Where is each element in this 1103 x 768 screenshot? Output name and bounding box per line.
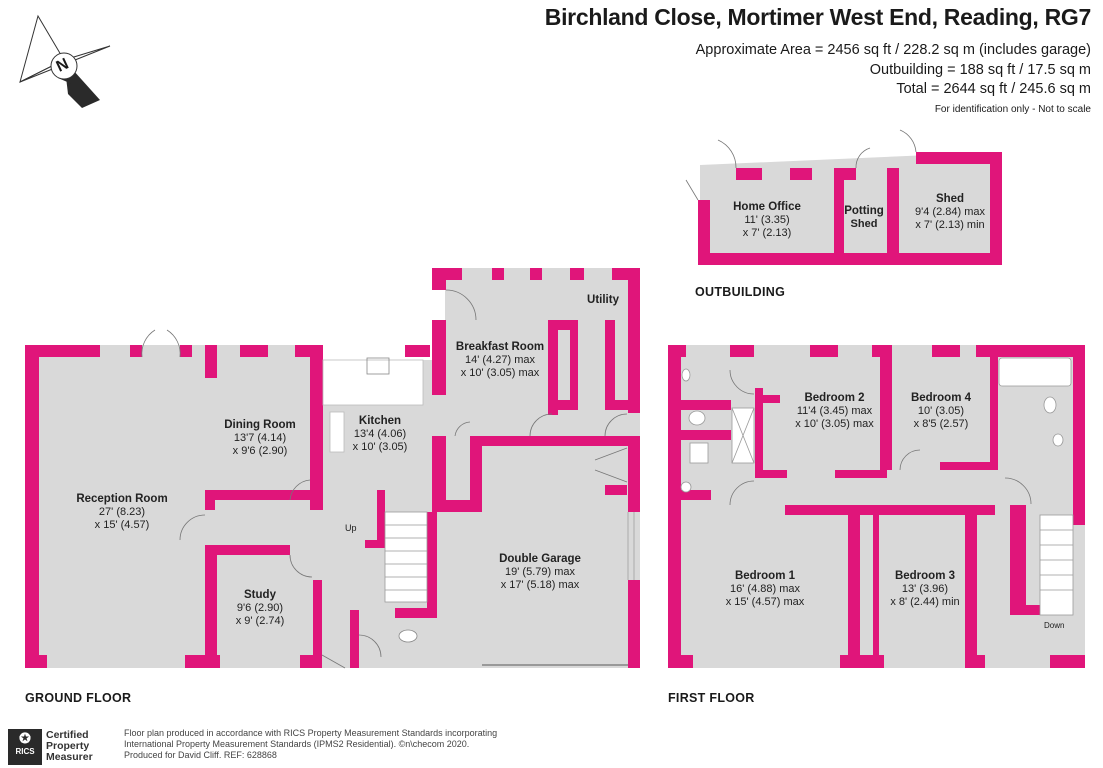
room-name: Dining Room [224, 419, 296, 431]
first-floor-label: FIRST FLOOR [668, 691, 755, 705]
room-dim-2: x 10' (3.05) max [795, 418, 874, 430]
room-dim-2: x 7' (2.13) [742, 227, 792, 239]
room-shed: Shed 9'4 (2.84) max x 7' (2.13) min [900, 193, 1000, 232]
disclaimer-note: For identification only - Not to scale [934, 104, 1091, 115]
area-approximate: Approximate Area = 2456 sq ft / 228.2 sq… [695, 42, 1091, 58]
room-name-2: Shed [850, 218, 878, 230]
outbuilding-label: OUTBUILDING [695, 285, 786, 299]
room-garage: Double Garage 19' (5.79) max x 17' (5.18… [480, 553, 600, 592]
footer-line-2: International Property Measurement Stand… [124, 739, 470, 749]
room-name: Bedroom 3 [894, 570, 956, 582]
badge-line-1: Certified [46, 729, 89, 741]
room-dim-2: x 9' (2.74) [235, 615, 285, 627]
room-dim-2: x 10' (3.05) [352, 441, 408, 453]
room-dim-1: 10' (3.05) [917, 405, 965, 417]
room-dim-2: x 9'6 (2.90) [232, 445, 288, 457]
room-dim-1: 16' (4.88) max [730, 583, 800, 595]
room-name: Bedroom 1 [734, 570, 796, 582]
room-kitchen: Kitchen 13'4 (4.06) x 10' (3.05) [330, 415, 430, 454]
room-breakfast: Breakfast Room 14' (4.27) max x 10' (3.0… [445, 341, 555, 380]
compass-rose-icon [19, 14, 111, 108]
room-bedroom-2: Bedroom 2 11'4 (3.45) max x 10' (3.05) m… [782, 392, 887, 431]
rics-logo-text: RICS [15, 747, 35, 756]
footer-line-3: Produced for David Cliff. REF: 628868 [124, 750, 277, 760]
room-dim-2: x 7' (2.13) min [915, 219, 985, 231]
area-total: Total = 2644 sq ft / 245.6 sq m [896, 81, 1091, 97]
ground-floor-label: GROUND FLOOR [25, 691, 132, 705]
room-utility: Utility [578, 294, 628, 307]
outbuilding-plan [685, 129, 1002, 265]
room-dim-1: 13' (3.96) [901, 583, 949, 595]
room-dim-2: x 15' (4.57) [94, 519, 150, 531]
room-name: Utility [587, 294, 619, 306]
room-name: Bedroom 4 [910, 392, 972, 404]
room-name: Potting [844, 205, 884, 217]
room-name: Shed [935, 193, 965, 205]
room-name: Home Office [733, 201, 801, 213]
room-dim-1: 19' (5.79) max [505, 566, 575, 578]
room-dim-2: x 10' (3.05) max [460, 367, 540, 379]
badge-line-2: Property [46, 740, 90, 752]
room-dining: Dining Room 13'7 (4.14) x 9'6 (2.90) [210, 419, 310, 458]
room-dim-1: 11' (3.35) [744, 214, 790, 226]
room-name: Study [244, 589, 276, 601]
room-dim-1: 9'4 (2.84) max [915, 206, 985, 218]
room-name: Breakfast Room [455, 341, 545, 353]
room-dim-1: 11'4 (3.45) max [796, 405, 873, 417]
room-name: Kitchen [358, 415, 402, 427]
room-dim-2: x 17' (5.18) max [500, 579, 580, 591]
room-dim-2: x 8' (2.44) min [890, 596, 960, 608]
room-name: Reception Room [76, 493, 168, 505]
room-dim-2: x 15' (4.57) max [725, 596, 805, 608]
room-name: Double Garage [499, 553, 581, 565]
stairs-down-label: Down [1044, 621, 1065, 630]
stairs-up-label: Up [345, 523, 357, 533]
certified-property-measurer-text: Certified Property Measurer [46, 730, 93, 763]
room-bedroom-1: Bedroom 1 16' (4.88) max x 15' (4.57) ma… [705, 570, 825, 609]
room-dim-1: 9'6 (2.90) [236, 602, 284, 614]
ground-floor-plan [25, 268, 640, 669]
footer-line-1: Floor plan produced in accordance with R… [124, 728, 498, 738]
room-reception: Reception Room 27' (8.23) x 15' (4.57) [62, 493, 182, 532]
room-study: Study 9'6 (2.90) x 9' (2.74) [215, 589, 305, 628]
first-floor-plan [668, 345, 1085, 668]
area-outbuilding: Outbuilding = 188 sq ft / 17.5 sq m [869, 62, 1091, 78]
room-dim-1: 13'4 (4.06) [353, 428, 407, 440]
room-potting-shed: Potting Shed [840, 205, 888, 231]
footer-disclaimer: Floor plan produced in accordance with R… [124, 728, 497, 761]
room-bedroom-3: Bedroom 3 13' (3.96) x 8' (2.44) min [880, 570, 970, 609]
room-home-office: Home Office 11' (3.35) x 7' (2.13) [722, 201, 812, 240]
room-dim-2: x 8'5 (2.57) [913, 418, 969, 430]
room-name: Bedroom 2 [804, 392, 865, 404]
property-title: Birchland Close, Mortimer West End, Read… [544, 4, 1092, 30]
rics-logo-icon: ✪ RICS [8, 729, 42, 765]
room-dim-1: 14' (4.27) max [465, 354, 535, 366]
badge-line-3: Measurer [46, 751, 93, 763]
room-dim-1: 13'7 (4.14) [233, 432, 287, 444]
rics-certified-badge: ✪ RICS Certified Property Measurer [8, 729, 114, 765]
room-bedroom-4: Bedroom 4 10' (3.05) x 8'5 (2.57) [898, 392, 984, 431]
room-dim-1: 27' (8.23) [98, 506, 146, 518]
